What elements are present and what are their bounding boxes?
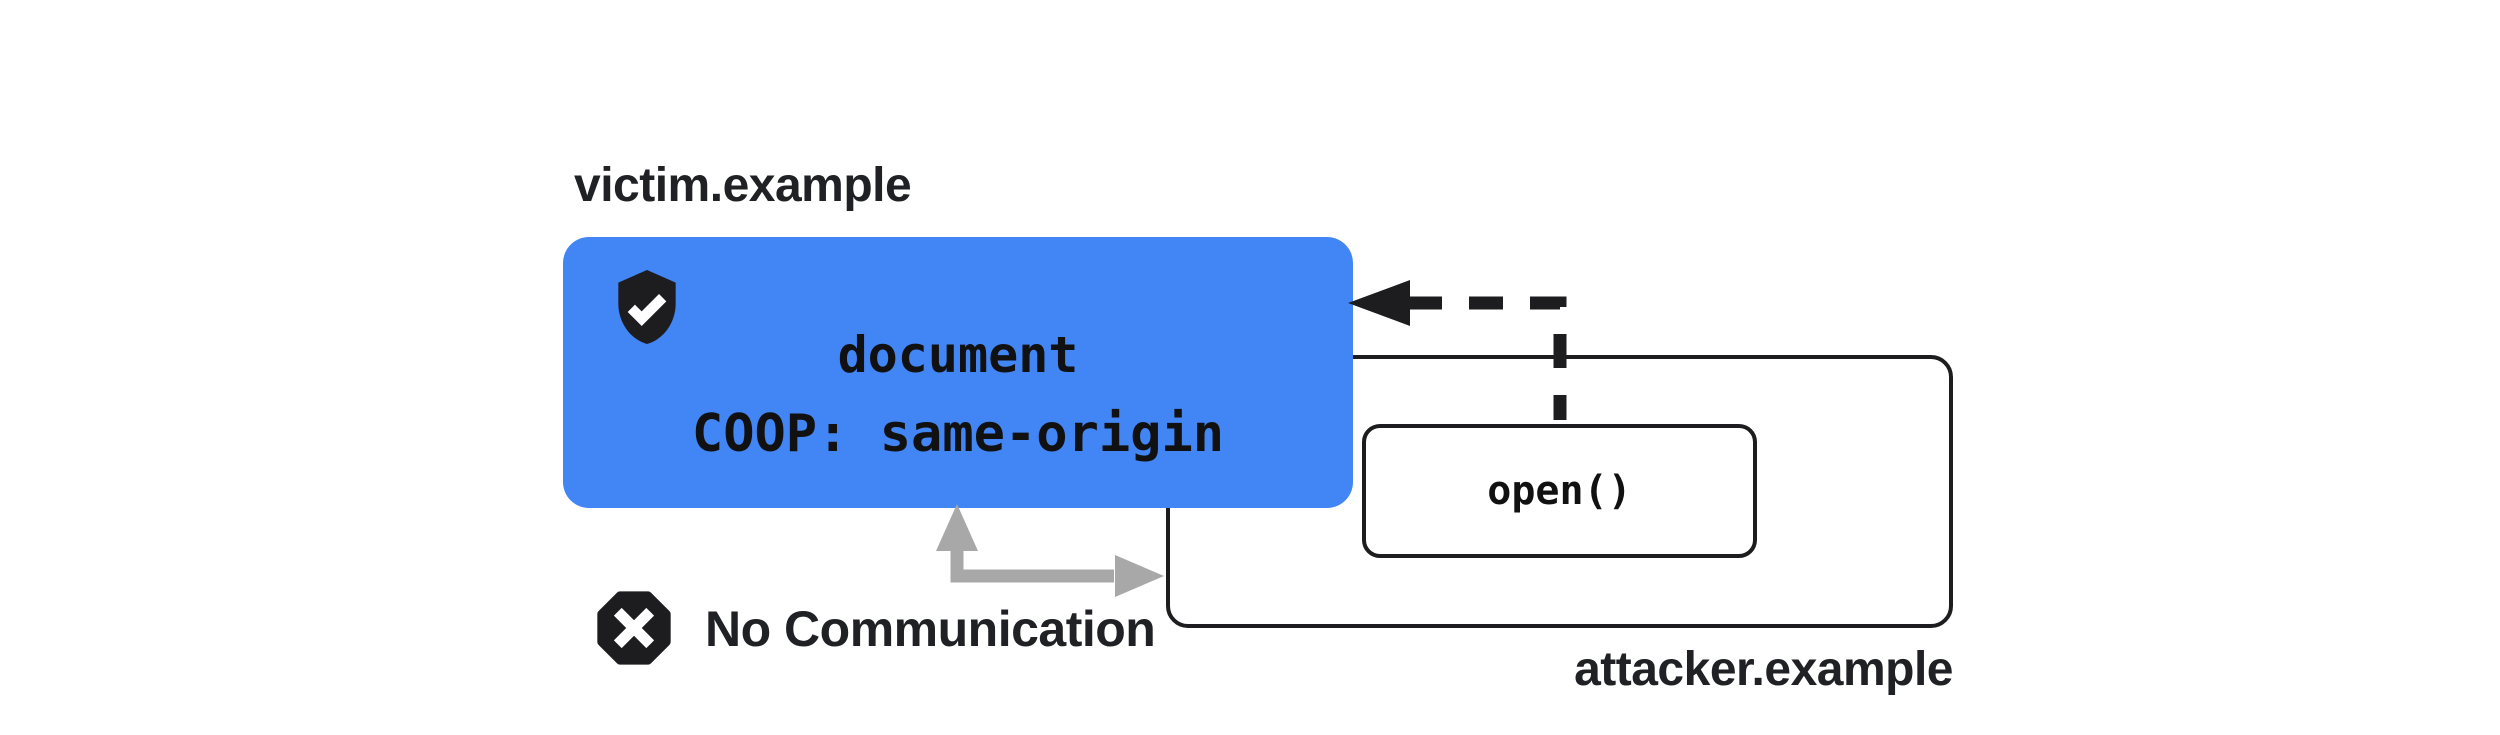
coop-header-label: COOP: same-origin — [691, 404, 1225, 464]
x-octagon-icon — [597, 591, 671, 665]
no-communication-arrow — [936, 504, 1164, 597]
victim-document-box: document COOP: same-origin — [563, 237, 1353, 508]
attacker-domain-label: attacker.example — [1574, 643, 1953, 696]
shield-check-icon — [618, 270, 676, 344]
victim-document-text: document COOP: same-origin — [563, 237, 1353, 508]
victim-domain-label: victim.example — [574, 159, 912, 212]
no-communication-label: No Communication — [705, 601, 1156, 657]
document-label: document — [837, 326, 1079, 384]
open-call-box: open() — [1362, 424, 1757, 558]
open-call-label: open() — [1487, 468, 1632, 514]
